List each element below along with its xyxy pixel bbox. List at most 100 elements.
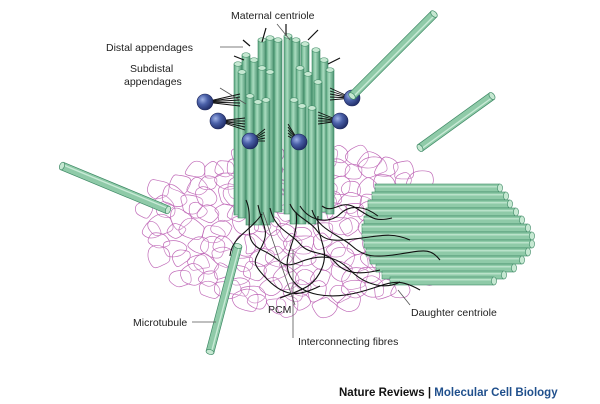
subdistal-appendage: [196, 93, 241, 111]
pcm-blob: [147, 213, 174, 236]
microtubule-icon: [348, 10, 438, 100]
centriole-microtubule: [307, 105, 317, 225]
label-pcm: PCM: [268, 304, 291, 316]
subdistal-appendage: [317, 111, 349, 130]
subdistal-appendage: [241, 128, 266, 150]
centriole-microtubule: [289, 97, 299, 225]
appendage-ball-icon: [241, 132, 259, 150]
pcm-blob: [147, 232, 171, 249]
label-interconnecting-fibres: Interconnecting fibres: [298, 336, 398, 348]
centriole-microtubule: [367, 199, 513, 209]
label-microtubule: Microtubule: [133, 317, 187, 329]
appendage-ball-icon: [209, 112, 227, 130]
pcm-blob: [374, 156, 399, 177]
centriole-microtubule: [371, 191, 509, 201]
pcm-blob: [313, 232, 333, 250]
centriole-microtubule: [389, 276, 497, 286]
centriole-microtubule: [363, 239, 535, 249]
pcm-blob: [345, 144, 369, 168]
centriole-microtubule: [365, 247, 531, 257]
pcm-blob: [307, 280, 327, 303]
pcm-blob: [336, 290, 361, 312]
distal-appendage: [242, 39, 251, 47]
centriole-microtubule: [273, 37, 283, 213]
pcm-blob: [196, 204, 220, 224]
centriole-microtubule: [374, 183, 503, 193]
microtubule-icon: [58, 161, 172, 215]
pcm-blob: [141, 221, 162, 239]
centriole-microtubule: [363, 215, 525, 225]
centriole-microtubule: [261, 97, 271, 226]
interconnecting-fibre: [269, 207, 381, 274]
interconnecting-fibre: [311, 209, 441, 261]
appendages: [196, 24, 361, 151]
credit-journal: Nature Reviews: [339, 387, 425, 399]
interconnecting-fibre: [299, 205, 379, 221]
pcm-blob: [330, 260, 353, 282]
centriole-microtubule: [325, 67, 335, 215]
distal-appendage: [327, 57, 341, 65]
centriole-microtubule: [361, 231, 535, 241]
interconnecting-fibre: [289, 203, 411, 241]
pcm-blob: [169, 174, 192, 195]
pcm-blob: [184, 160, 206, 178]
pcm-blob: [310, 268, 331, 287]
appendage-ball-icon: [331, 112, 349, 130]
distal-appendage: [307, 29, 319, 41]
centriole-microtubule: [375, 263, 517, 273]
microtubule-icon: [416, 92, 496, 152]
label-subdistal-appendages-line2: appendages: [124, 76, 182, 88]
label-distal-appendages: Distal appendages: [106, 42, 193, 54]
pcm-blob: [265, 298, 287, 315]
subdistal-appendage: [209, 112, 246, 131]
pcm-blob: [147, 244, 171, 269]
pcm-blob: [344, 163, 363, 180]
pcm-blob: [246, 294, 268, 310]
pcm-blob: [214, 203, 235, 222]
interconnecting-fibre: [286, 211, 421, 297]
distal-appendage: [233, 55, 245, 61]
interconnecting-fibre: [321, 204, 393, 221]
pcm-blob: [186, 177, 208, 196]
pcm-blob: [272, 265, 300, 291]
pcm-blob: [197, 270, 218, 287]
leader-lines: [192, 23, 411, 338]
pcm-blob: [339, 217, 360, 237]
interconnecting-fibre: [279, 215, 326, 299]
pcm-blob: [278, 252, 304, 273]
label-daughter-centriole: Daughter centriole: [411, 307, 497, 319]
pcm-blob: [161, 184, 188, 207]
daughter-centriole: [361, 183, 535, 286]
centriole-microtubule: [369, 255, 525, 265]
pcm-blob: [243, 261, 267, 282]
appendage-ball-icon: [290, 133, 308, 151]
credit-separator: |: [425, 387, 435, 399]
pcm-blob: [204, 161, 224, 179]
pcm-blob: [328, 216, 353, 236]
pcm-blob: [147, 179, 170, 200]
pcm-blob: [293, 227, 313, 241]
pcm-blob: [195, 186, 218, 207]
centriole-microtubule: [365, 207, 519, 217]
pcm-blob: [292, 292, 311, 311]
pcm-blob: [295, 268, 315, 285]
pcm-blob: [356, 151, 383, 169]
interconnecting-fibres: [229, 199, 441, 299]
subdistal-appendage: [287, 123, 308, 151]
credit-line: Nature Reviews | Molecular Cell Biology: [339, 387, 558, 399]
pcm-blob: [172, 249, 191, 267]
label-subdistal-appendages-line1: Subdistal: [130, 63, 173, 75]
label-maternal-centriole: Maternal centriole: [231, 10, 315, 22]
microtubules: [58, 10, 496, 355]
pcm-blob: [311, 297, 338, 319]
centriole-microtubule: [361, 223, 531, 233]
pcm-blob: [231, 288, 259, 312]
credit-section: Molecular Cell Biology: [434, 387, 558, 399]
pcm-blob: [187, 236, 209, 254]
appendage-ball-icon: [196, 93, 214, 111]
pcm-blob: [259, 276, 283, 296]
interconnecting-fibre: [245, 199, 401, 287]
pcm-blob: [193, 253, 220, 275]
